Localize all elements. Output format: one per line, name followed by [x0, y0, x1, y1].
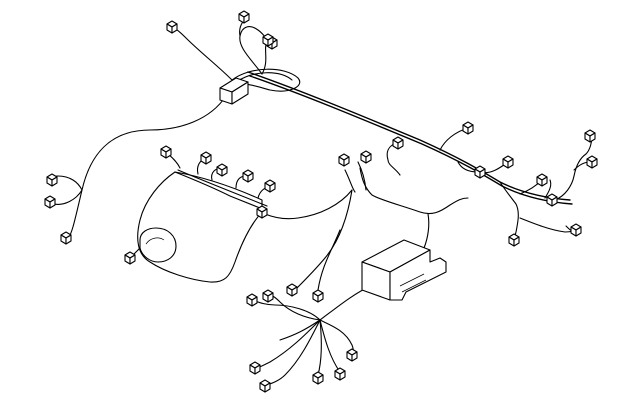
- main-trunk: [247, 71, 573, 205]
- connector-plug: [242, 169, 254, 183]
- connector-plug: [216, 163, 228, 177]
- upper-left-branch: [173, 27, 233, 81]
- connector-plug: [249, 361, 261, 375]
- connector-plug: [46, 173, 58, 187]
- control-module: [361, 239, 447, 301]
- connector-plug: [346, 348, 358, 362]
- connector-plug: [312, 289, 324, 303]
- connector-plug: [259, 379, 271, 393]
- connector-plug: [392, 136, 404, 150]
- connector-plug: [238, 10, 250, 24]
- connector-plug: [256, 205, 268, 219]
- connector-plug: [286, 283, 298, 297]
- connector-plug: [246, 293, 258, 307]
- connector-plug: [584, 129, 596, 143]
- connector-plug: [462, 121, 474, 135]
- center-branches: [344, 141, 469, 249]
- connector-plug: [124, 251, 136, 265]
- connector-plug: [338, 153, 350, 167]
- connector-plug: [586, 155, 598, 169]
- connector-plug: [312, 371, 324, 385]
- right-branches: [439, 127, 593, 241]
- connector-group: [44, 10, 598, 393]
- connector-plug: [166, 20, 178, 34]
- connector-plug: [536, 173, 548, 187]
- connector-plug: [334, 367, 346, 381]
- connector-plug: [200, 151, 212, 165]
- connector-plug: [360, 150, 372, 164]
- connector-plug: [474, 165, 486, 179]
- curved-housing: [129, 169, 268, 283]
- connector-plug: [570, 223, 582, 237]
- connector-plug: [508, 233, 520, 247]
- connector-plug: [262, 33, 274, 47]
- connector-plug: [44, 195, 56, 209]
- upper-connector-block: [219, 77, 249, 105]
- connector-plug: [160, 145, 172, 159]
- connector-plug: [60, 231, 72, 245]
- connector-plug: [546, 193, 558, 207]
- connector-plug: [262, 289, 274, 303]
- connector-plug: [264, 179, 276, 193]
- lower-middle-branch: [264, 189, 353, 291]
- connector-plug: [502, 155, 514, 169]
